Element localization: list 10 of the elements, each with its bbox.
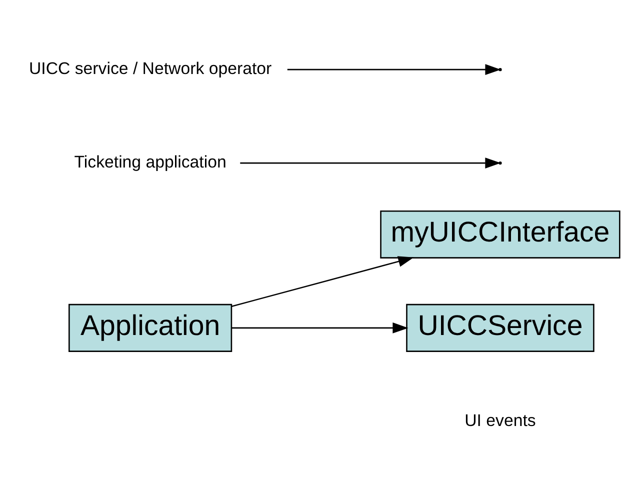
arrow (232, 322, 408, 333)
node-text: Ticketing application (74, 152, 226, 171)
node-text: UICC service / Network operator (28, 58, 272, 78)
node-box: Application (68, 303, 232, 352)
label: UI events (464, 410, 536, 430)
arrow (287, 64, 501, 75)
node-box: myUICCInterface (380, 210, 620, 258)
arrow (232, 256, 414, 307)
arrow (240, 157, 501, 168)
node-box: UICCService (406, 303, 594, 352)
